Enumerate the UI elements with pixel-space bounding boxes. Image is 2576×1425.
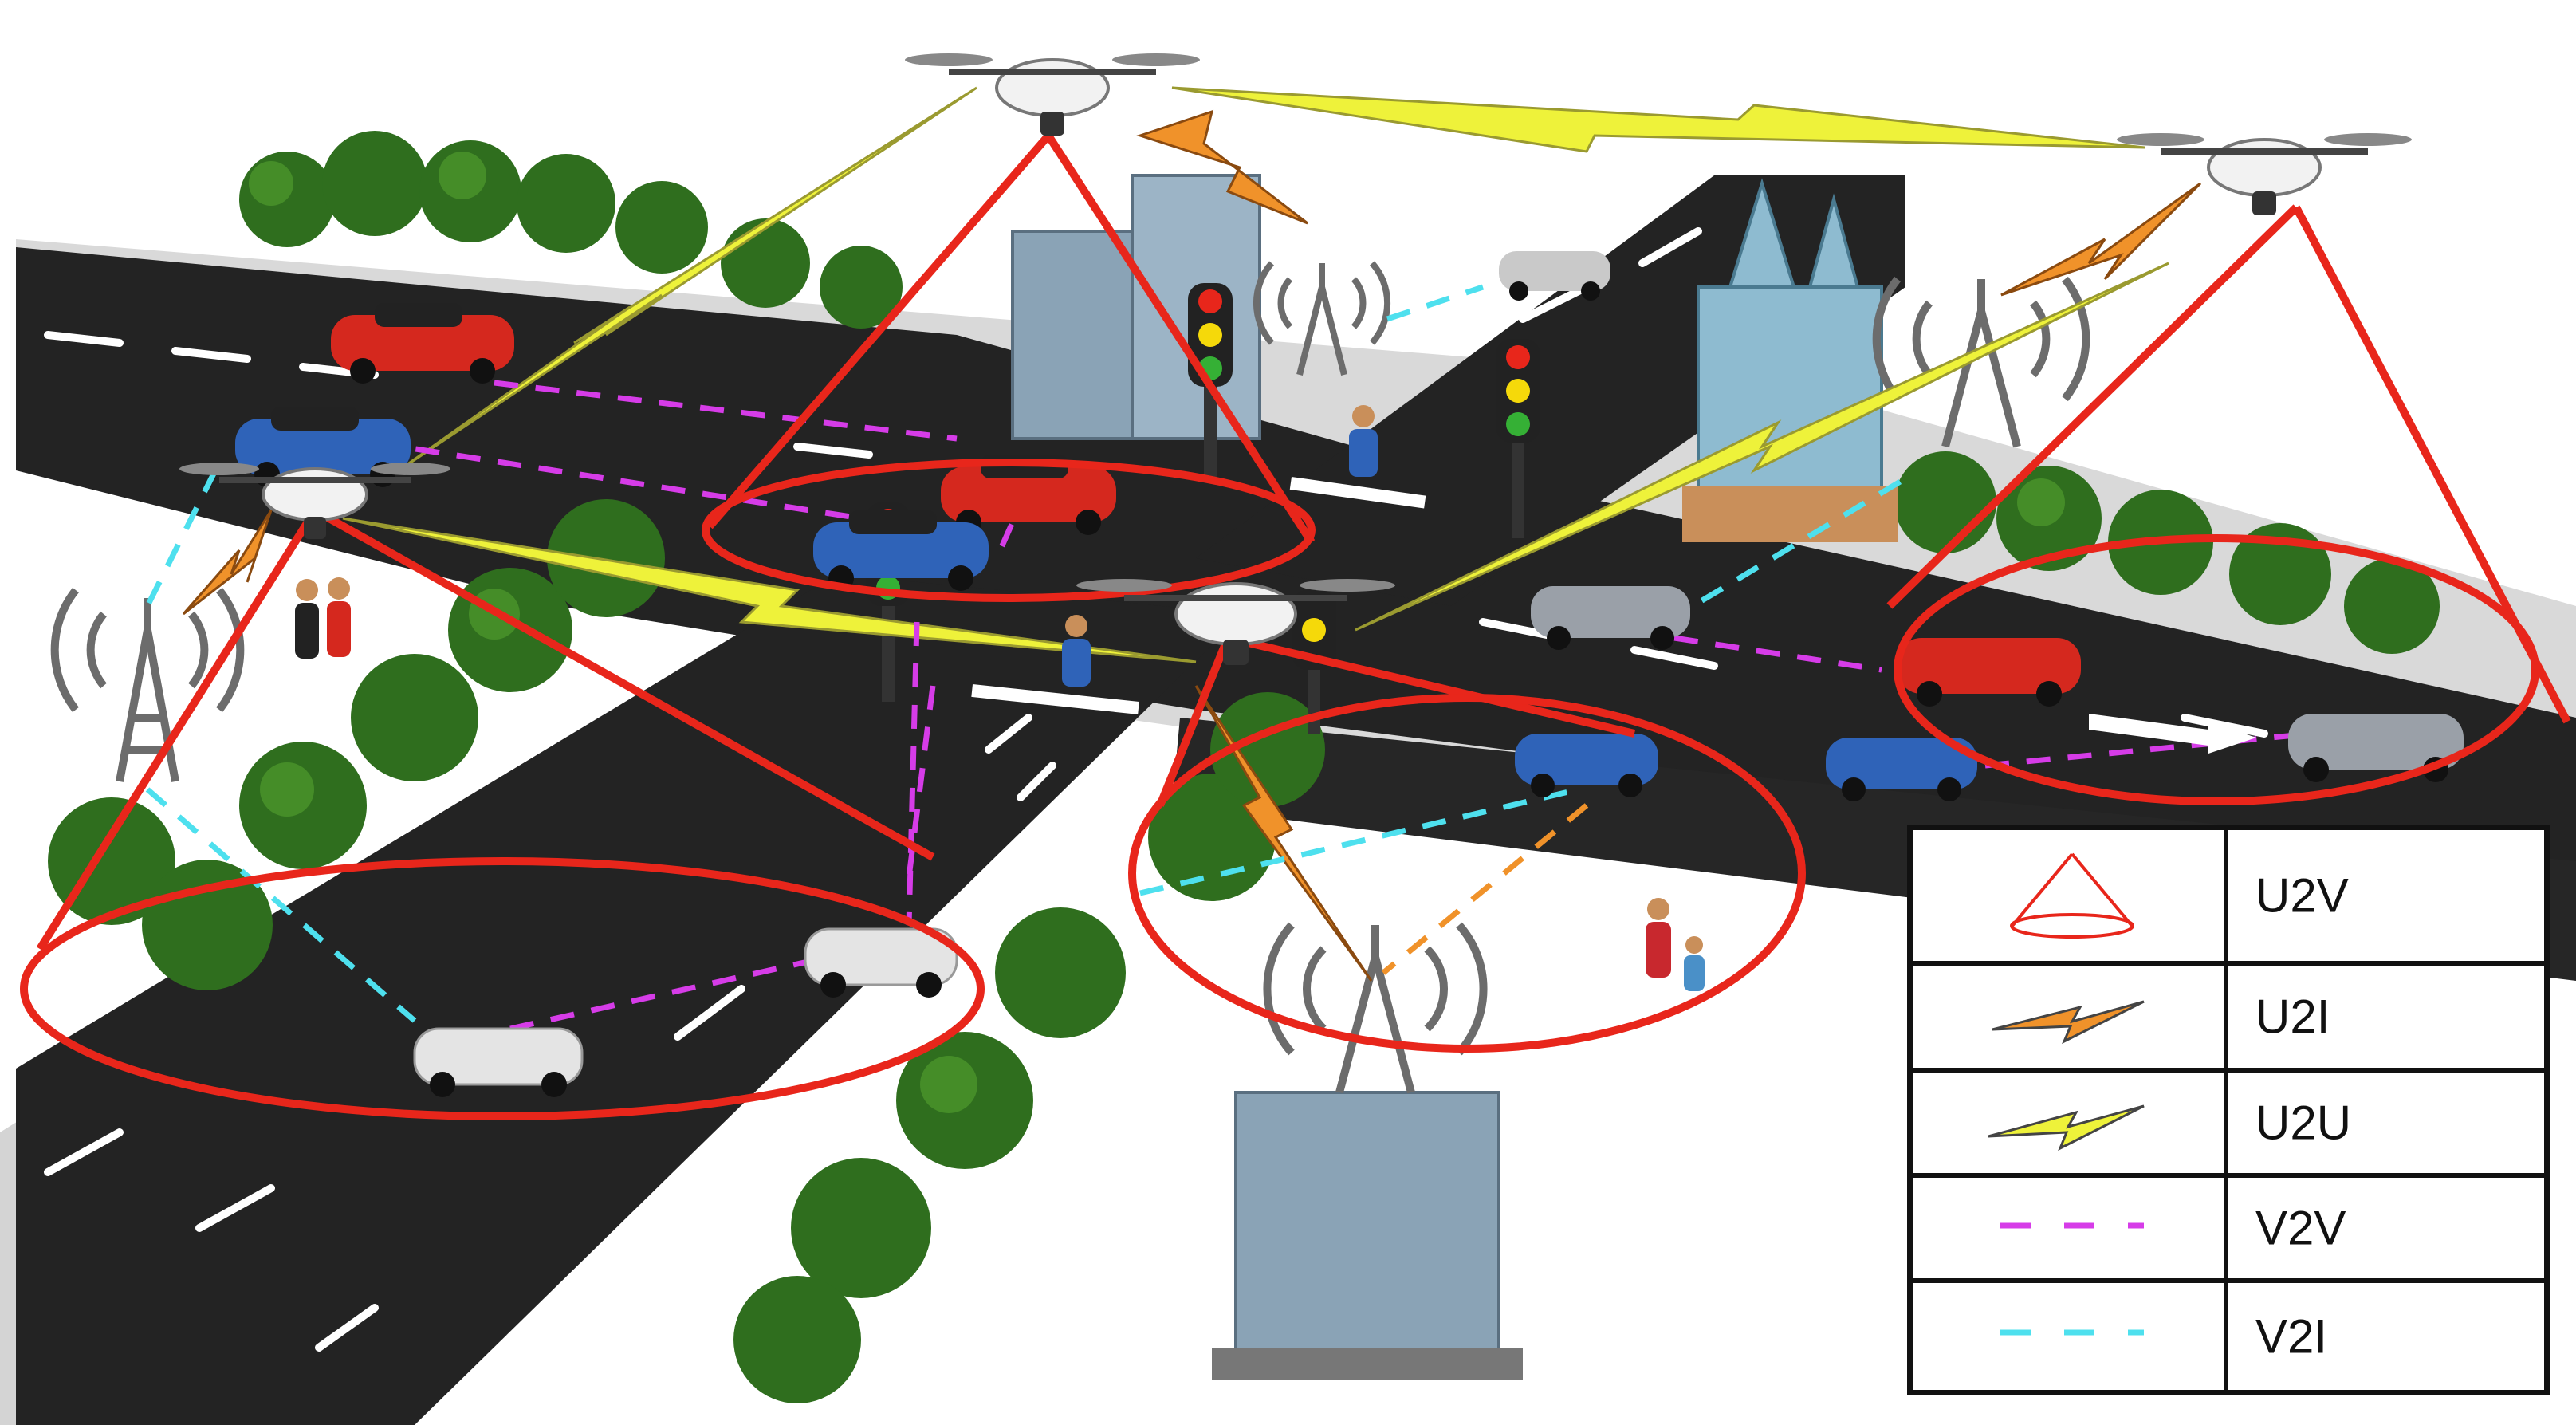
u2v-cone-icon bbox=[1886, 204, 2571, 805]
blue-car-icon bbox=[1515, 734, 1658, 797]
blue-car-icon bbox=[1826, 738, 1977, 801]
legend-label-u2v: U2V bbox=[2255, 868, 2349, 923]
orange-bolt-icon bbox=[1992, 1000, 2145, 1045]
cyan-dash-icon bbox=[2000, 1329, 2144, 1336]
legend-label-u2u: U2U bbox=[2255, 1096, 2352, 1150]
pedestrian-icon bbox=[1349, 405, 1378, 477]
office-building-bottom bbox=[1212, 1091, 1523, 1380]
u2i-bolt-icon bbox=[1194, 685, 1373, 982]
lower-road bbox=[16, 574, 1244, 1425]
u2i-bolt-icon bbox=[2000, 182, 2202, 297]
drone-icon bbox=[1076, 579, 1395, 665]
legend-row-u2i: U2I bbox=[1913, 961, 2544, 1068]
u2u-bolt-icon bbox=[342, 517, 1197, 663]
legend: U2V U2I U2U V2V V2I bbox=[1907, 825, 2550, 1395]
v2i-links bbox=[144, 284, 1907, 1023]
pedestrian-icon bbox=[1646, 898, 1671, 978]
traffic-light-2-icon bbox=[1496, 339, 1540, 538]
drone-icon bbox=[905, 53, 1200, 136]
u2v-cone-icon bbox=[20, 506, 985, 1120]
silver-convertible-icon bbox=[1531, 586, 1690, 650]
legend-row-v2v: V2V bbox=[1913, 1173, 2544, 1278]
u2i-links bbox=[182, 109, 2202, 982]
legend-row-u2v: U2V bbox=[1913, 830, 2544, 961]
cell-towers bbox=[50, 261, 2090, 1094]
drone-icon bbox=[2117, 133, 2412, 215]
pedestrian-icon bbox=[327, 577, 351, 657]
u2u-links bbox=[342, 86, 2169, 663]
direction-arrow-icon bbox=[2089, 714, 2256, 754]
red-car-icon bbox=[331, 303, 514, 384]
blue-car-icon bbox=[235, 407, 411, 487]
legend-label-u2i: U2I bbox=[2255, 990, 2330, 1044]
u2i-dashed-link bbox=[1381, 803, 1589, 975]
legend-label-v2i: V2I bbox=[2255, 1309, 2328, 1364]
pedestrian-icon bbox=[1062, 615, 1091, 687]
red-car-icon bbox=[1898, 638, 2081, 707]
u2u-bolt-icon bbox=[1355, 262, 2169, 632]
castle-building bbox=[1682, 178, 1898, 542]
legend-row-u2u: U2U bbox=[1913, 1068, 2544, 1173]
legend-label-v2v: V2V bbox=[2255, 1201, 2346, 1255]
u2i-bolt-icon bbox=[182, 510, 273, 616]
cell-tower-top-icon bbox=[1253, 261, 1391, 376]
cell-tower-left-icon bbox=[50, 587, 245, 782]
vehicles bbox=[235, 251, 2464, 1097]
pedestrian-icon bbox=[295, 579, 319, 659]
cone-icon bbox=[2010, 852, 2134, 939]
white-convertible-icon bbox=[804, 927, 958, 998]
pedestrians bbox=[295, 405, 1705, 991]
u2i-bolt-icon bbox=[1136, 109, 1308, 225]
cell-tower-right-icon bbox=[1872, 276, 2090, 448]
legend-divider bbox=[2224, 830, 2228, 1390]
drones bbox=[179, 53, 2412, 665]
legend-row-v2i: V2I bbox=[1913, 1278, 2544, 1390]
u2u-bolt-icon bbox=[1171, 86, 2145, 153]
blue-car-icon bbox=[813, 510, 989, 591]
traffic-light-1-icon bbox=[1188, 283, 1233, 482]
cell-tower-bottom-icon bbox=[1263, 922, 1488, 1094]
pedestrian-icon bbox=[1684, 936, 1705, 991]
drone-icon bbox=[179, 463, 450, 539]
silver-car-icon bbox=[1499, 251, 1610, 301]
white-convertible-icon bbox=[413, 1027, 584, 1097]
u2v-cone-icon bbox=[702, 132, 1316, 602]
u2v-cone-icon bbox=[1128, 634, 1806, 1053]
magenta-dash-icon bbox=[2000, 1222, 2144, 1229]
crosswalks bbox=[971, 477, 1426, 714]
u2v-coverage bbox=[20, 132, 2571, 1120]
yellow-bolt-icon bbox=[1988, 1104, 2145, 1151]
